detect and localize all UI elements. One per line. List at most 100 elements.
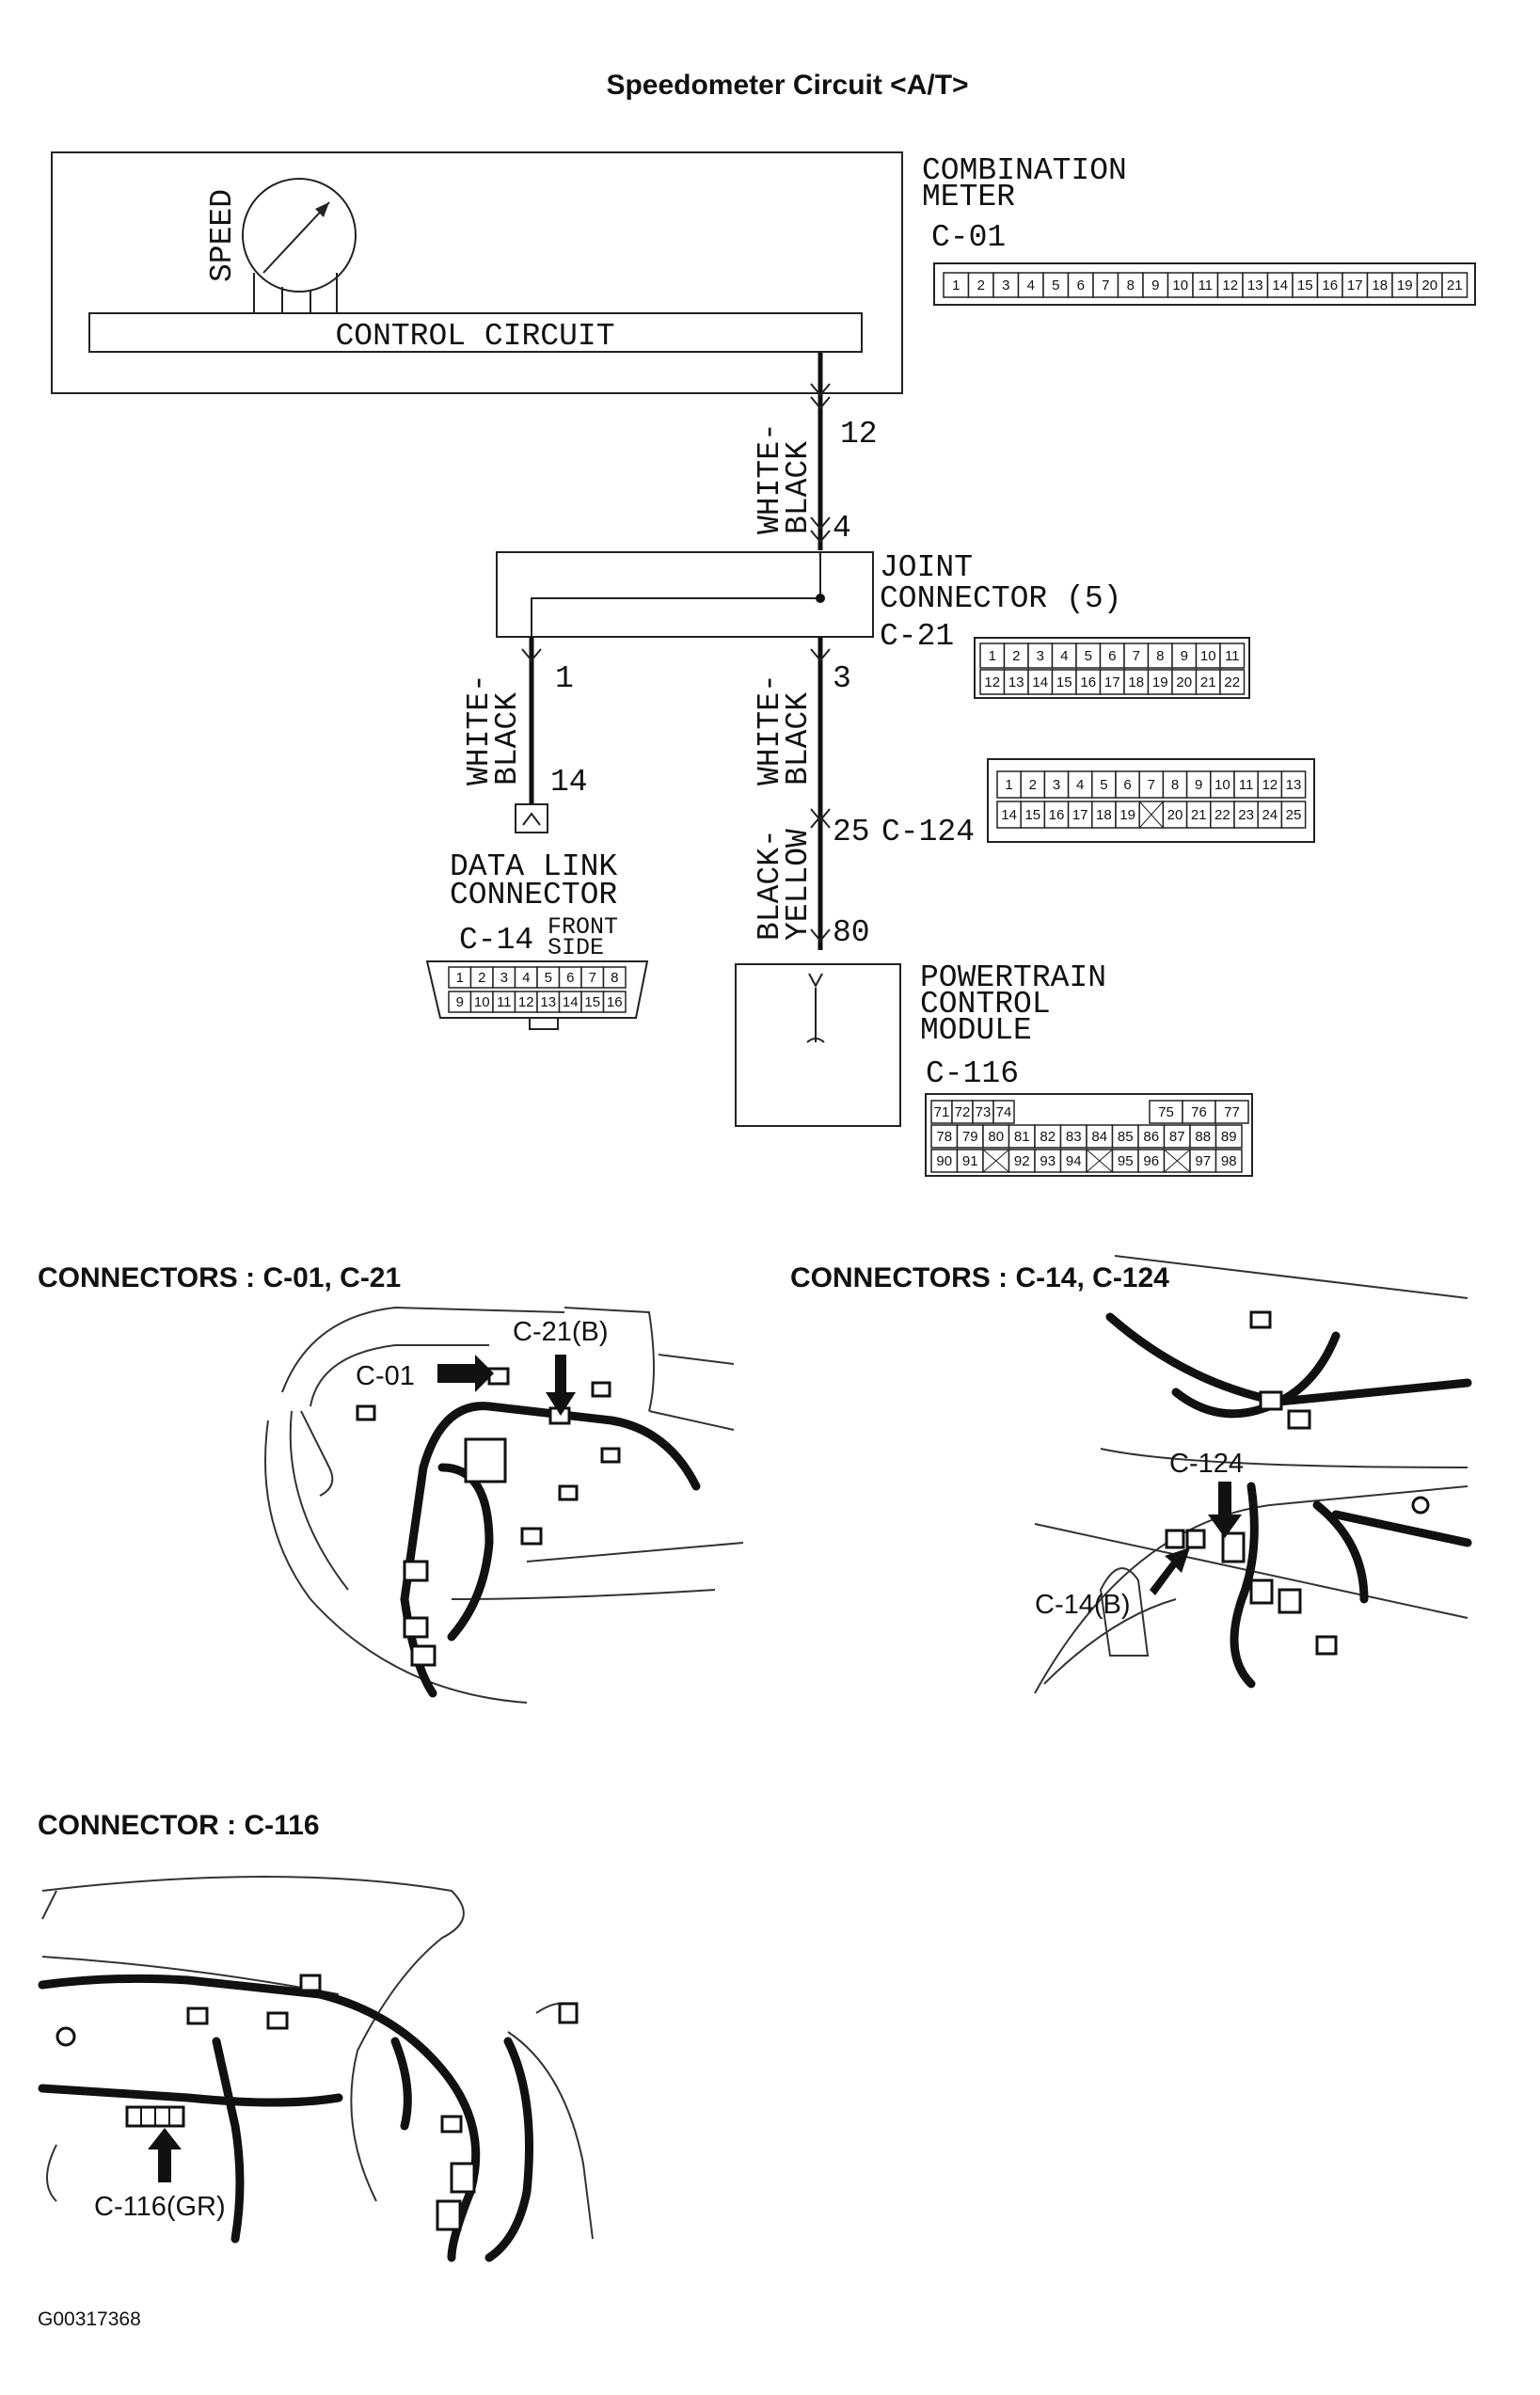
wire-joint-to-pcm: 3 WHITE- BLACK 25 C-124 80 BLACK- YELLOW… [753,637,1315,950]
pin-number: 77 [1224,1104,1240,1120]
pin-number: 9 [1151,278,1159,293]
wire-meter-to-joint: 12 4 WHITE- BLACK [753,353,878,550]
pin-cell [1059,1149,1088,1173]
pin-number: 81 [1014,1129,1030,1145]
pin-number: 71 [934,1104,950,1120]
pin-cell [1137,1124,1166,1149]
joint-name-line1: JOINT [880,550,973,585]
pin-number: 10 [474,994,490,1010]
pin-14: 14 [550,765,588,800]
dlc-side-line2: SIDE [548,934,604,961]
speed-label: SPEED [205,189,240,282]
pin-cell [1280,770,1307,799]
control-circuit-label: CONTROL CIRCUIT [335,319,614,354]
pin-cell [1111,1124,1139,1149]
pin-number: 4 [1027,278,1035,293]
meter-name-line2: METER [922,180,1015,214]
pin-number: 14 [1272,278,1288,293]
pin-number: 3 [500,970,508,986]
pin-number: 80 [988,1129,1004,1145]
pin-cell [1075,642,1102,669]
pin-cell [1210,770,1235,799]
pin-cell [1147,642,1173,669]
c124-connector-id: C-124 [881,815,975,849]
pin-number: 14 [563,994,579,1010]
pin-number: 13 [1247,278,1263,293]
wire-color-line1: WHITE- [753,422,787,534]
pin-1: 1 [555,661,574,696]
locator2-callout-c124: C-124 [1169,1449,1244,1479]
pin-number: 12 [518,994,534,1010]
pin-cell [1142,272,1169,298]
pin-number: 7 [1148,777,1155,793]
pin-number: 1 [456,970,464,986]
pin-number: 88 [1195,1129,1211,1145]
pin-cell [1215,1149,1243,1173]
locator3-heading: CONNECTOR : C-116 [38,1810,320,1841]
pin-cell [982,1124,1010,1149]
pin-number: 74 [996,1104,1012,1120]
c21-connector-face [974,637,1250,699]
pin-number: 84 [1091,1129,1107,1145]
dlc-side-line1: FRONT [548,913,618,941]
pin-cell [1115,770,1140,799]
pin-number: 94 [1066,1153,1082,1169]
pin-cell [1138,770,1165,799]
pin-number: 78 [936,1129,952,1145]
pin-cell [1051,642,1077,669]
meter-connector-id: C-01 [931,220,1006,255]
pin-number: 8 [611,970,618,986]
pin-number: 21 [1200,674,1216,690]
pin-number: 16 [607,994,623,1010]
pin-number: 7 [589,970,596,986]
locator1-callout-c21: C-21(B) [513,1317,609,1347]
pin-cell [1067,770,1093,799]
pin-number: 7 [1102,278,1109,293]
pin-cell [1257,801,1283,829]
pin-number: 96 [1143,1153,1159,1169]
meter-name-line1: COMBINATION [922,153,1127,188]
pin-number: 12 [1262,777,1278,793]
pcm-outline [735,963,901,1127]
pin-cell [1149,1100,1183,1124]
dlc-connector-face [425,960,649,1019]
pin-cell [1316,272,1343,298]
pin-number: 25 [1286,807,1302,823]
locator2-heading: CONNECTORS : C-14, C-124 [790,1262,1169,1293]
pin-cell [1117,272,1144,298]
pin-cell [1003,642,1029,669]
gauge-needle-arrow [315,202,329,217]
pin-number: 19 [1119,807,1135,823]
pin-4: 4 [833,511,851,546]
pin-cell [979,669,1006,695]
combination-meter: SPEED CONTROL CIRCUIT COMBINATION METER … [51,151,1476,394]
pin-number: 15 [1297,278,1313,293]
diagram-title: Speedometer Circuit <A/T> [606,70,968,101]
pin-number: 6 [1123,777,1131,793]
pin-cell [1086,1124,1114,1149]
pin-number: 5 [1085,648,1092,664]
pin-number: 11 [497,994,512,1010]
pin-number: 22 [1215,807,1230,823]
pin-number: 23 [1238,807,1254,823]
pin-cell [1059,1124,1088,1149]
c116-connector-face [925,1093,1253,1177]
pcm-name-line3: MODULE [920,1013,1032,1048]
pcm-wire-color-line1: BLACK- [753,829,787,941]
pin-number: 10 [1200,648,1216,664]
pin-number: 18 [1372,278,1388,293]
pin-number: 5 [1052,278,1059,293]
pin-number: 4 [1076,777,1084,793]
pin-cell [1391,272,1419,298]
pin-cell [1215,1100,1249,1124]
pin-25: 25 [833,815,870,849]
pin-number: 8 [1156,648,1164,664]
pin-cell [1441,272,1469,298]
meter-outline [51,151,903,394]
pin-number: 10 [1172,278,1188,293]
speed-gauge-icon [242,178,357,293]
pin-cell [1167,272,1194,298]
pin-number: 24 [1262,807,1278,823]
pin-cell [1185,801,1212,829]
pin-number: 72 [955,1104,971,1120]
